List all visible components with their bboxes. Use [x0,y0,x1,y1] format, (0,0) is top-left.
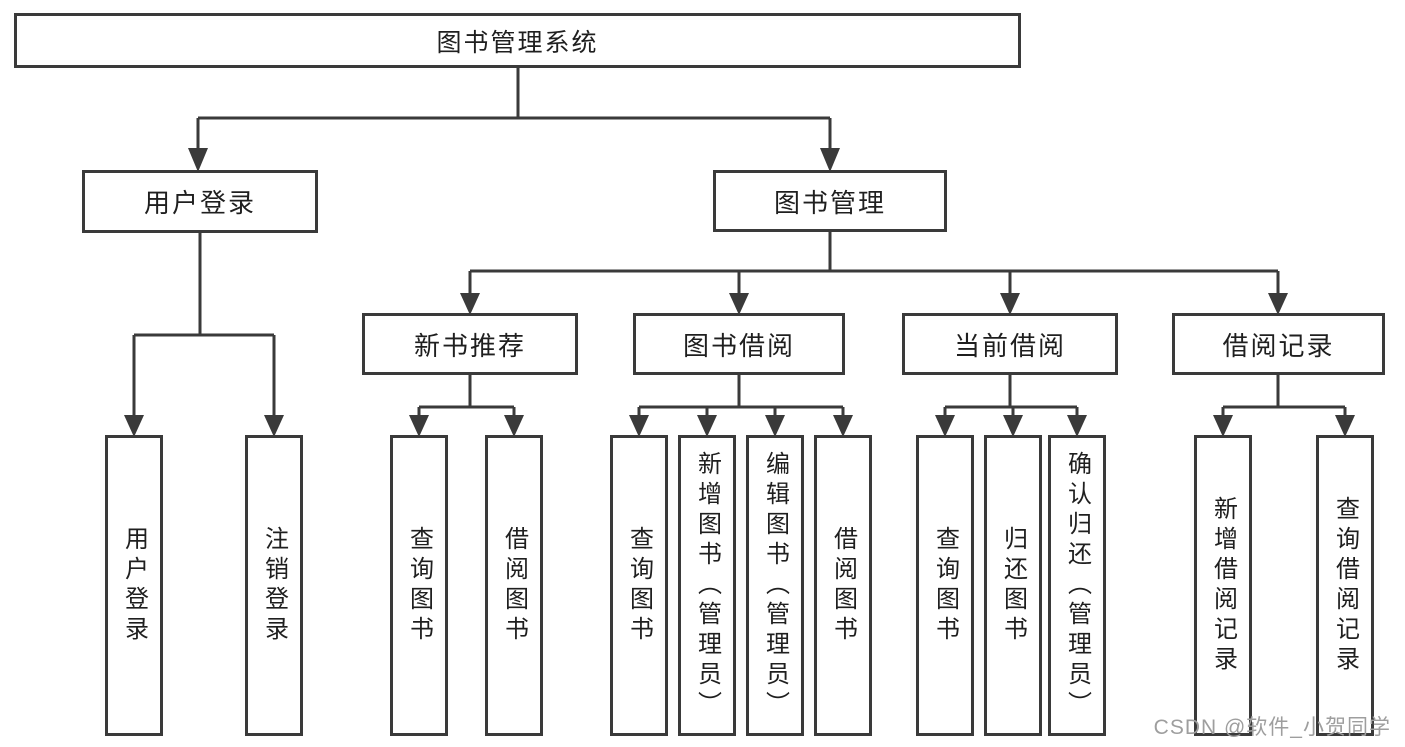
arrow-down-icon [1335,415,1355,437]
arrow-down-icon [1268,293,1288,315]
leaf-query-books-recommend: 查询图书 [390,435,448,736]
arrow-down-icon [1000,293,1020,315]
arrow-down-icon [697,415,717,437]
leaf-edit-book-admin: 编辑图书（管理员） [746,435,804,736]
arrow-down-icon [264,415,284,437]
leaf-label: 编辑图书（管理员） [761,450,789,721]
leaf-add-borrow-record: 新增借阅记录 [1194,435,1252,736]
leaf-label: 查询图书 [405,525,433,646]
node-book-borrow: 图书借阅 [633,313,845,375]
leaf-logout: 注销登录 [245,435,303,736]
watermark: CSDN @软件_小贺同学 [1153,716,1391,739]
leaf-label: 归还图书 [999,525,1027,646]
arrow-down-icon [1213,415,1233,437]
node-label: 图书管理 [773,187,886,218]
leaf-label: 借阅图书 [829,525,857,646]
arrow-down-icon [729,293,749,315]
leaf-label: 新增图书（管理员） [693,450,721,721]
leaf-confirm-return-admin: 确认归还（管理员） [1048,435,1106,736]
leaf-label: 查询借阅记录 [1331,495,1359,676]
leaf-borrow-books-recommend: 借阅图书 [485,435,543,736]
leaf-label: 确认归还（管理员） [1063,450,1091,721]
arrow-down-icon [124,415,144,437]
leaf-query-borrow-record: 查询借阅记录 [1316,435,1374,736]
leaf-query-books-current: 查询图书 [916,435,974,736]
arrow-down-icon [629,415,649,437]
leaf-query-books-borrow: 查询图书 [610,435,668,736]
node-library-management-system: 图书管理系统 [14,13,1021,68]
leaf-label: 用户登录 [120,525,148,646]
arrow-down-icon [1003,415,1023,437]
node-current-borrow: 当前借阅 [902,313,1118,375]
node-label: 图书借阅 [682,330,795,361]
leaf-label: 查询图书 [625,525,653,646]
leaf-return-book: 归还图书 [984,435,1042,736]
node-new-book-recommend: 新书推荐 [362,313,578,375]
arrow-down-icon [935,415,955,437]
connector-lines [132,67,1347,417]
node-label: 当前借阅 [953,330,1066,361]
node-label: 借阅记录 [1222,330,1335,361]
arrow-down-icon [820,148,840,172]
node-label: 用户登录 [143,188,256,218]
leaf-label: 新增借阅记录 [1209,495,1237,676]
arrow-down-icon [460,293,480,315]
node-label: 图书管理系统 [436,28,599,57]
leaf-borrow-books: 借阅图书 [814,435,872,736]
node-user-login: 用户登录 [82,170,318,233]
node-book-management: 图书管理 [713,170,947,232]
arrow-down-icon [833,415,853,437]
node-borrow-records: 借阅记录 [1172,313,1385,375]
leaf-label: 注销登录 [260,525,288,646]
arrowhead-icons [124,148,1355,437]
leaf-label: 借阅图书 [500,525,528,646]
arrow-down-icon [409,415,429,437]
leaf-label: 查询图书 [931,525,959,646]
arrow-down-icon [1067,415,1087,437]
arrow-down-icon [188,148,208,172]
leaf-add-book-admin: 新增图书（管理员） [678,435,736,736]
node-label: 新书推荐 [413,330,526,361]
arrow-down-icon [765,415,785,437]
arrow-down-icon [504,415,524,437]
leaf-user-login: 用户登录 [105,435,163,736]
